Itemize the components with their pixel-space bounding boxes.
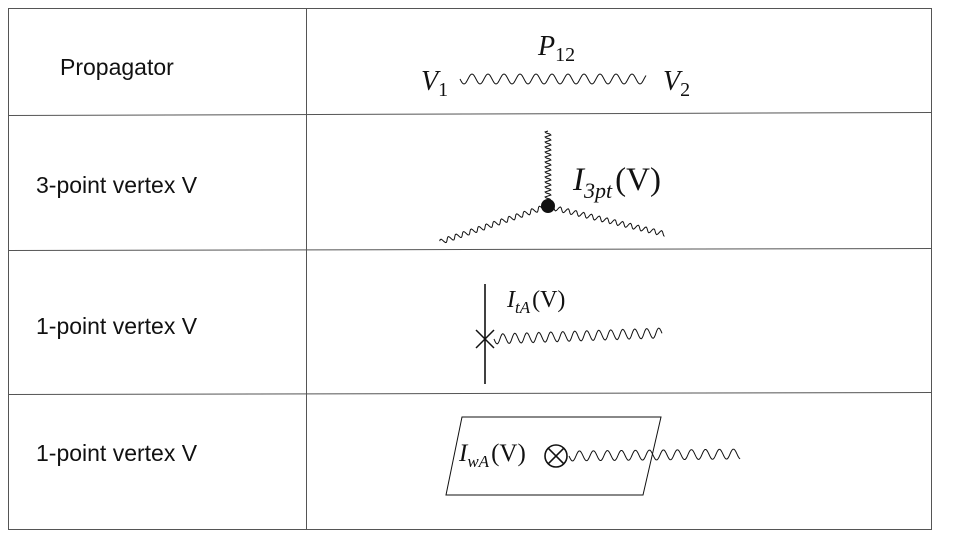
one-point-w-wavy-line [568,448,741,462]
propagator-label-main: P [537,31,555,62]
one-point-w-label: IwA(V) [458,440,526,471]
row-divider [8,248,932,251]
one-point-w-label-sub: wA [467,452,489,471]
three-point-leg-right [553,206,665,237]
one-point-w-label-arg: (V) [491,440,526,467]
one-point-t-label-main: I [506,287,516,313]
three-point-label: I3pt(V) [572,162,661,203]
plane-parallelogram [445,416,662,496]
three-point-leg-top [544,130,552,201]
vertex-v1-label: V1 [421,66,448,101]
three-point-vertex-dot [541,199,555,213]
propagator-diagram: P12 V1 V2 [421,31,690,101]
row-divider [8,392,932,395]
one-point-w-label-main: I [458,440,469,467]
three-point-label-arg: (V) [615,162,661,198]
three-point-leg-left [439,205,543,244]
vertex-v2-main: V [663,66,683,97]
row-label-3-point-vertex: 3-point vertex V [36,172,198,198]
vertex-v1-sub: 1 [438,79,448,101]
row-label-1-point-vertex-w: 1-point vertex V [36,440,198,466]
one-point-t-diagram: ItA(V) [475,284,663,384]
propagator-label: P12 [537,31,575,66]
one-point-t-label-arg: (V) [532,287,565,313]
table-border [8,8,932,530]
table-grid [8,8,932,530]
circled-cross-icon [544,444,568,468]
cross-marker-icon [475,329,495,349]
one-point-t-wavy-line [493,327,663,345]
one-point-w-diagram: IwA(V) [445,416,741,496]
vertex-v2-label: V2 [663,66,690,101]
three-point-label-main: I [572,162,586,198]
one-point-t-label-sub: tA [515,298,531,317]
vertex-v1-main: V [421,66,441,97]
one-point-t-label: ItA(V) [506,287,565,317]
vertex-v2-sub: 2 [680,79,690,101]
row-label-propagator: Propagator [60,54,174,80]
three-point-label-sub: 3pt [583,178,613,203]
row-label-1-point-vertex-t: 1-point vertex V [36,313,198,339]
row-divider [8,112,932,116]
propagator-wavy-line [459,73,647,85]
propagator-label-sub: 12 [555,44,575,66]
three-point-vertex-diagram: I3pt(V) [439,130,665,244]
